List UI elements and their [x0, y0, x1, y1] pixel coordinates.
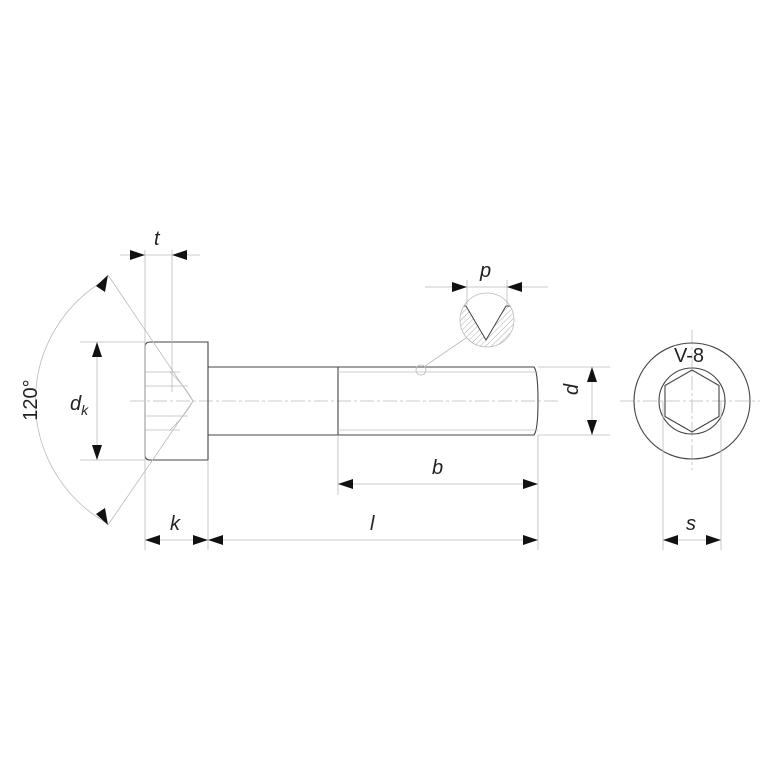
dim-label-t: t: [154, 228, 161, 250]
thread-detail: [415, 292, 515, 376]
end-view: [633, 342, 751, 460]
dim-label-dk: dk: [70, 393, 89, 418]
drive-size-label: V-8: [674, 345, 704, 367]
dim-label-b: b: [432, 457, 443, 479]
dim-label-p: p: [479, 260, 491, 282]
screw-shank: [208, 366, 539, 436]
dim-label-l: l: [370, 513, 375, 535]
dimension-arrows: [92, 250, 721, 545]
angle-label: 120°: [20, 379, 42, 420]
dim-label-d: d: [561, 383, 583, 395]
dim-label-k: k: [170, 513, 181, 535]
dim-label-s: s: [686, 513, 696, 535]
